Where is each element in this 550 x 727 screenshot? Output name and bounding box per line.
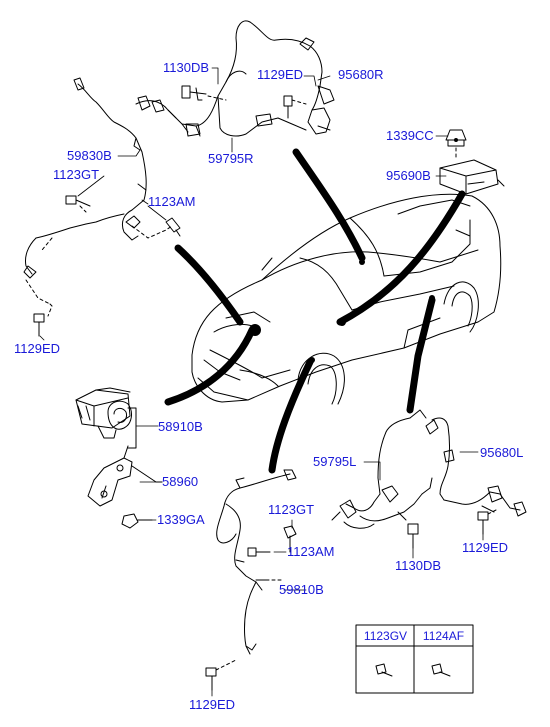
label-1339ga: 1339GA: [157, 512, 205, 527]
label-59795l: 59795L: [313, 454, 357, 469]
solid-details: [249, 138, 458, 363]
grommet-1339ga: [121, 513, 153, 529]
table-bolt-1124af: [431, 663, 451, 677]
bracket-58960: [87, 445, 163, 507]
label-59795r: 59795R: [208, 151, 254, 166]
bolt-1123gt-left: [65, 195, 91, 207]
module-95690b: [439, 129, 505, 195]
fastener-table-grid: [355, 624, 474, 694]
bolt-1123am-mid: [247, 547, 271, 557]
bolt-1129ed-right: [477, 509, 497, 535]
harness-59830b: [23, 77, 147, 279]
leader-strokes: [164, 148, 466, 474]
label-58960: 58960: [162, 474, 199, 489]
label-59830b: 59830B: [67, 148, 112, 163]
label-1130db-top: 1130DB: [163, 60, 210, 75]
label-1123am-left: 1123AM: [148, 194, 196, 209]
table-bolt-1123gv: [375, 663, 393, 677]
bolt-1129ed-bottom: [205, 659, 237, 691]
label-1129ed-top: 1129ED: [257, 67, 304, 82]
bolt-1129ed-left: [33, 313, 45, 337]
sensor-95680r: [249, 21, 335, 135]
table-header-1123gv: 1123GV: [363, 629, 408, 643]
left-dashed-leaders: [25, 205, 173, 317]
label-1130db-mid: 1130DB: [395, 558, 442, 573]
label-1123gt-left: 1123GT: [53, 167, 100, 182]
label-1123gt-mid: 1123GT: [268, 502, 315, 517]
sensor-95680l: [425, 417, 527, 517]
bolt-1123gt-mid: [283, 525, 297, 553]
label-leaders: [39, 67, 484, 697]
label-95680r: 95680R: [338, 67, 384, 82]
label-59810b: 59810B: [279, 582, 324, 597]
label-1129ed-left: 1129ED: [14, 341, 61, 356]
label-1123am-mid: 1123AM: [287, 544, 335, 559]
table-header-1124af: 1124AF: [422, 629, 465, 643]
harness-59810b: [216, 469, 297, 655]
label-95690b: 95690B: [386, 168, 431, 183]
harness-59795r: [135, 20, 307, 137]
hecu-58910b: [75, 387, 137, 449]
label-95680l: 95680L: [480, 445, 524, 460]
bolt-1123am-left: [165, 217, 181, 237]
bolt-1130db-top: [181, 85, 227, 101]
harness-59795l: [331, 409, 433, 529]
label-1339cc: 1339CC: [386, 128, 434, 143]
label-1129ed-bottom: 1129ED: [189, 697, 236, 712]
label-58910b: 58910B: [158, 419, 203, 434]
label-1129ed-right: 1129ED: [462, 540, 509, 555]
bolt-1129ed-top: [283, 95, 307, 119]
bolt-1130db-mid: [407, 523, 419, 549]
